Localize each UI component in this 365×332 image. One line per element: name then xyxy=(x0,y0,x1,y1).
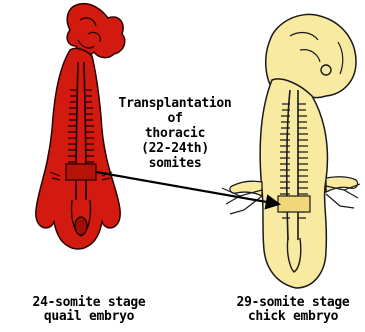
label-line-2: of xyxy=(100,111,250,126)
chick-caption-line-2: chick embryo xyxy=(218,310,365,324)
label-line-4: (22-24th) xyxy=(100,141,250,156)
quail-caption: 24-somite stage quail embryo xyxy=(0,296,178,324)
quail-caption-line-1: 24-somite stage xyxy=(0,296,178,310)
quail-caption-line-2: quail embryo xyxy=(0,310,178,324)
chick-body xyxy=(260,79,327,288)
label-line-1: Transplantation xyxy=(100,96,250,111)
chick-recipient-site xyxy=(278,196,310,212)
quail-tail-bud xyxy=(75,217,87,235)
label-line-5: somites xyxy=(100,156,250,171)
label-line-3: thoracic xyxy=(100,126,250,141)
chick-caption: 29-somite stage chick embryo xyxy=(218,296,365,324)
quail-donor-site xyxy=(66,164,96,180)
transplant-label: Transplantation of thoracic (22-24th) so… xyxy=(100,96,250,171)
chick-caption-line-1: 29-somite stage xyxy=(218,296,365,310)
